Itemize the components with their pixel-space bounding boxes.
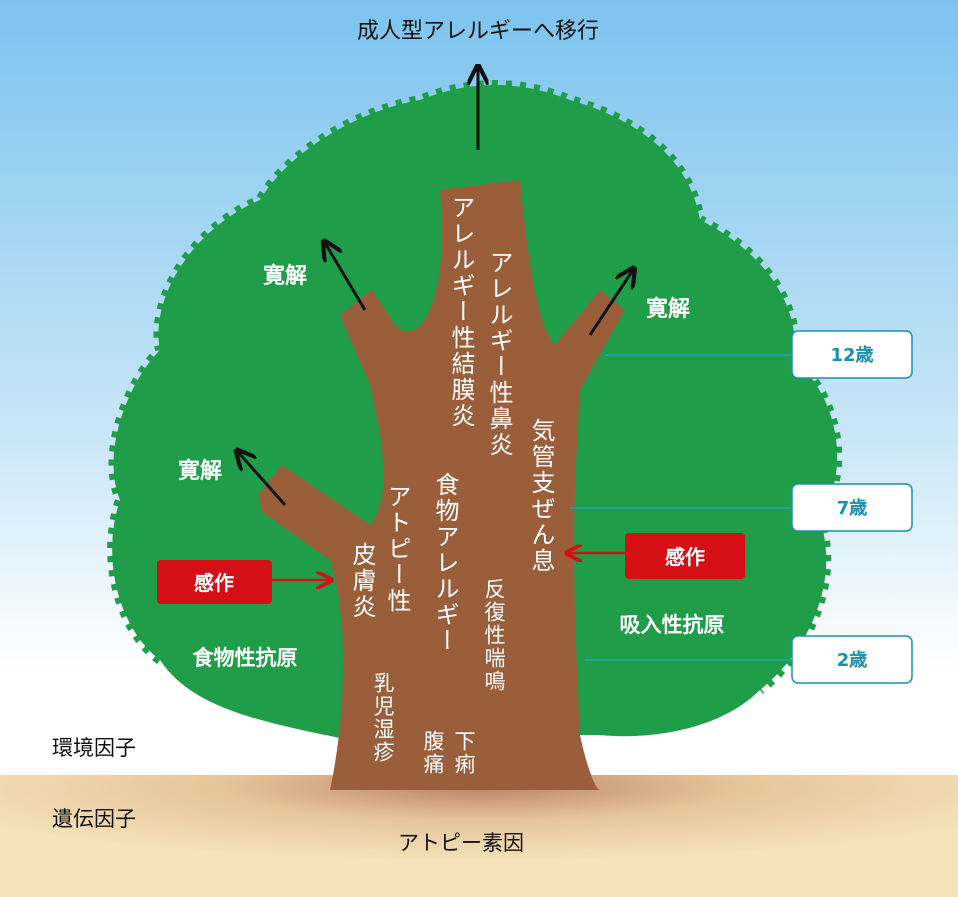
inhalant-antigen-label: 吸入性抗原 <box>620 613 725 637</box>
label-nyuji: 乳児湿疹 <box>371 672 395 764</box>
age-badge-7-label: 7歳 <box>837 498 868 519</box>
age-badge-12-label: 12歳 <box>830 345 873 366</box>
heredity-factor-label: 遺伝因子 <box>52 807 136 831</box>
kansaku-label-left: 感作 <box>194 571 234 595</box>
soil-band <box>0 775 958 897</box>
title-label: 成人型アレルギーへ移行 <box>357 19 599 44</box>
label-shokumotsu: 食物アレルギー <box>431 472 459 654</box>
tree-trunk <box>258 180 625 790</box>
age-badge-2-label: 2歳 <box>837 650 868 671</box>
kansaku-label-right: 感作 <box>665 545 705 569</box>
kansaku-box-left <box>157 560 272 604</box>
label-geri: 下痢 <box>452 730 476 776</box>
age-badge-12 <box>791 330 913 379</box>
label-atopy-line1: アトピー性 <box>383 484 411 614</box>
label-kikan: 気管支ぜん息 <box>527 418 555 574</box>
environment-factor-label: 環境因子 <box>52 736 136 760</box>
kankai-label-left-upper: 寛解 <box>263 263 307 289</box>
label-zenmei: 反復性喘鳴 <box>482 578 506 693</box>
kankai-label-left-lower: 寛解 <box>178 458 222 484</box>
foliage-jagged-edge <box>107 80 843 694</box>
food-antigen-label: 食物性抗原 <box>193 646 298 670</box>
age-badge-2 <box>791 635 913 684</box>
label-fukutsu: 腹痛 <box>421 730 445 776</box>
label-bien: アレルギー性鼻炎 <box>485 250 513 458</box>
label-atopy-line2: 皮膚炎 <box>348 542 376 620</box>
arrow-lower-left <box>238 452 287 506</box>
arrow-upper-left <box>325 243 367 311</box>
age-badge-7 <box>791 483 913 532</box>
arrow-right <box>588 270 633 336</box>
kankai-label-right: 寛解 <box>646 296 690 322</box>
label-ketsumaku: アレルギー性結膜炎 <box>447 195 475 429</box>
kansaku-box-right <box>625 533 745 579</box>
atopy-factor-label: アトピー素因 <box>398 831 524 855</box>
